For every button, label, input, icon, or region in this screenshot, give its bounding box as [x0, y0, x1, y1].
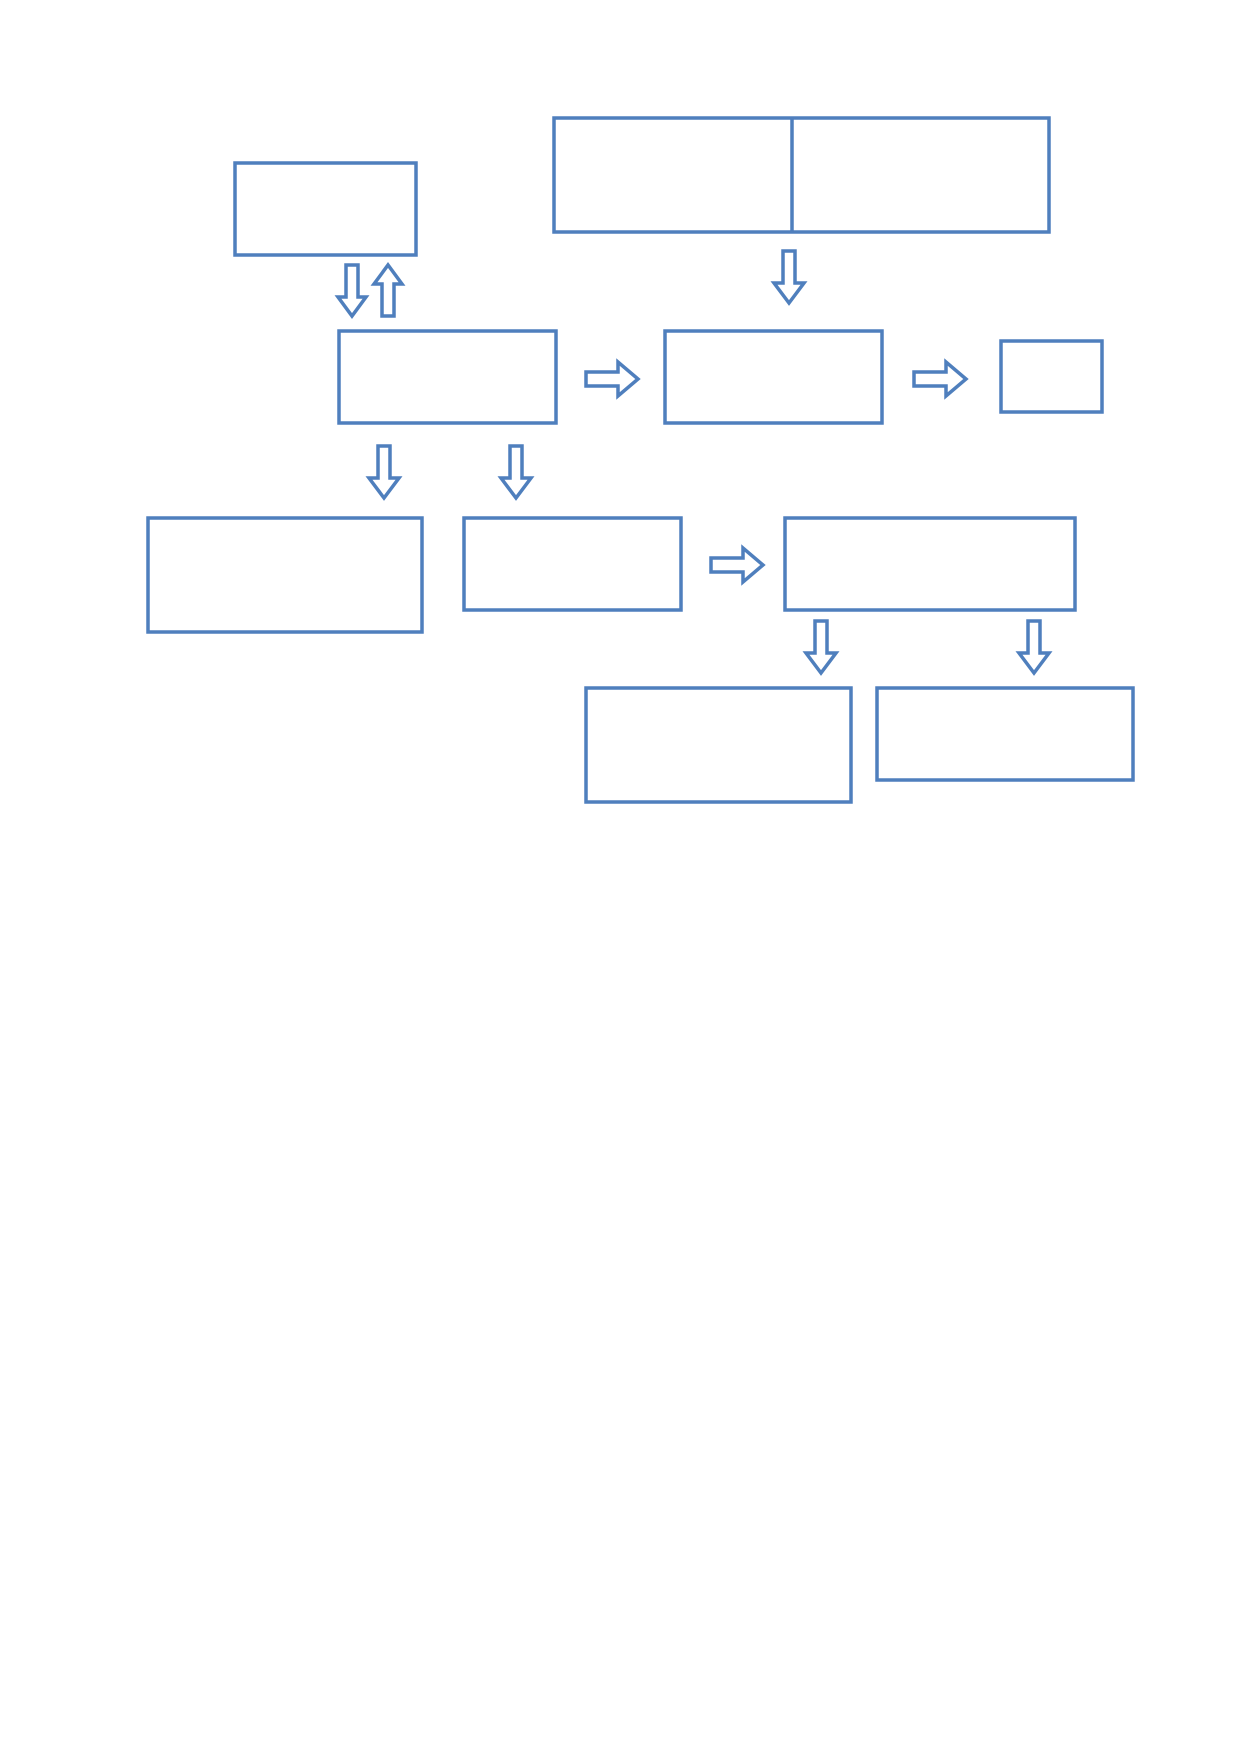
top-split-box: [552, 116, 1051, 234]
middle-right-box-outline: [663, 329, 884, 425]
lower-left-box: [584, 686, 853, 804]
bottom-middle-box: [462, 516, 683, 612]
down-arrow-icon: [1015, 619, 1053, 676]
far-right-box-outline: [999, 339, 1104, 414]
down-arrow-icon: [334, 263, 370, 319]
center-box: [337, 329, 558, 425]
top-left-box-outline: [233, 161, 418, 257]
bottom-right-box-outline: [783, 516, 1077, 612]
down-arrow-icon: [365, 444, 403, 501]
lower-left-box-outline: [584, 686, 853, 804]
lower-right-box: [875, 686, 1135, 782]
down-arrow-icon: [770, 249, 808, 306]
far-right-box: [999, 339, 1104, 414]
bottom-left-box-outline: [146, 516, 424, 634]
lower-right-box-outline: [875, 686, 1135, 782]
right-arrow-icon: [584, 358, 641, 400]
top-split-box-outline: [552, 116, 1051, 234]
down-arrow-icon: [802, 619, 840, 676]
bottom-right-box: [783, 516, 1077, 612]
center-box-outline: [337, 329, 558, 425]
top-left-box: [233, 161, 418, 257]
bottom-middle-box-outline: [462, 516, 683, 612]
right-arrow-icon: [912, 358, 969, 400]
down-arrow-icon: [497, 444, 535, 501]
middle-right-box: [663, 329, 884, 425]
up-arrow-icon: [370, 262, 406, 318]
bottom-left-box: [146, 516, 424, 634]
right-arrow-icon: [709, 544, 766, 586]
